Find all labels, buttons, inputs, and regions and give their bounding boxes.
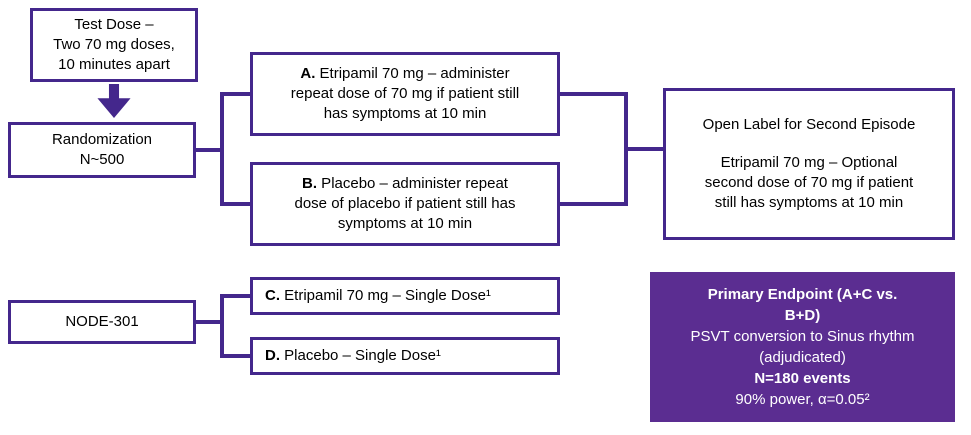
connector-to-arm-b — [220, 202, 250, 206]
arm-d-box: D. Placebo – Single Dose¹ — [250, 337, 560, 375]
connector-arm-b-out — [560, 202, 628, 206]
arm-d-text: Placebo – Single Dose¹ — [280, 347, 441, 365]
test-dose-line2: Two 70 mg doses, — [53, 36, 175, 54]
open-label-detail: Etripamil 70 mg – Optional second dose o… — [704, 154, 914, 211]
test-dose-line1: Test Dose – — [74, 16, 154, 34]
randomization-box: Randomization N~500 — [8, 122, 196, 178]
connector-spine-ab — [220, 92, 224, 206]
arm-b-text: Placebo – administer repeat dose of plac… — [294, 175, 516, 232]
arm-b-box: B. Placebo – administer repeat dose of p… — [250, 162, 560, 246]
arm-c-box: C. Etripamil 70 mg – Single Dose¹ — [250, 277, 560, 315]
connector-to-arm-c — [220, 294, 250, 298]
connector-randomization-out — [196, 148, 224, 152]
endpoint-title: Primary Endpoint (A+C vs. B+D) — [707, 286, 898, 324]
endpoint-power: 90% power, α=0.05² — [735, 391, 870, 408]
connector-to-arm-a — [220, 92, 250, 96]
randomization-line2: N~500 — [79, 151, 125, 168]
endpoint-measure: PSVT conversion to Sinus rhythm (adjudic… — [690, 328, 915, 366]
node-301-label: NODE-301 — [65, 313, 139, 331]
connector-arm-a-out — [560, 92, 628, 96]
arm-b-letter: B. — [302, 175, 318, 193]
connector-node-301-out — [196, 320, 224, 324]
endpoint-events: N=180 events — [754, 370, 851, 387]
test-dose-box: Test Dose – Two 70 mg doses, 10 minutes … — [30, 8, 198, 82]
connector-spine-cd — [220, 294, 224, 358]
arm-a-letter: A. — [300, 65, 316, 83]
arm-a-box: A. Etripamil 70 mg – administer repeat d… — [250, 52, 560, 136]
open-label-title: Open Label for Second Episode — [702, 116, 916, 134]
test-dose-line3: 10 minutes apart — [58, 55, 170, 73]
connector-to-arm-d — [220, 354, 250, 358]
connector-to-open-label — [624, 147, 663, 151]
arm-a-text: Etripamil 70 mg – administer repeat dose… — [290, 65, 520, 122]
node-301-box: NODE-301 — [8, 300, 196, 344]
down-arrow-icon — [97, 84, 131, 118]
primary-endpoint-box: Primary Endpoint (A+C vs. B+D) PSVT conv… — [650, 272, 955, 422]
arm-d-letter: D. — [265, 347, 280, 365]
arm-c-letter: C. — [265, 287, 280, 305]
open-label-box: Open Label for Second Episode Etripamil … — [663, 88, 955, 240]
randomization-line1: Randomization — [51, 131, 153, 149]
arm-c-text: Etripamil 70 mg – Single Dose¹ — [280, 287, 491, 305]
